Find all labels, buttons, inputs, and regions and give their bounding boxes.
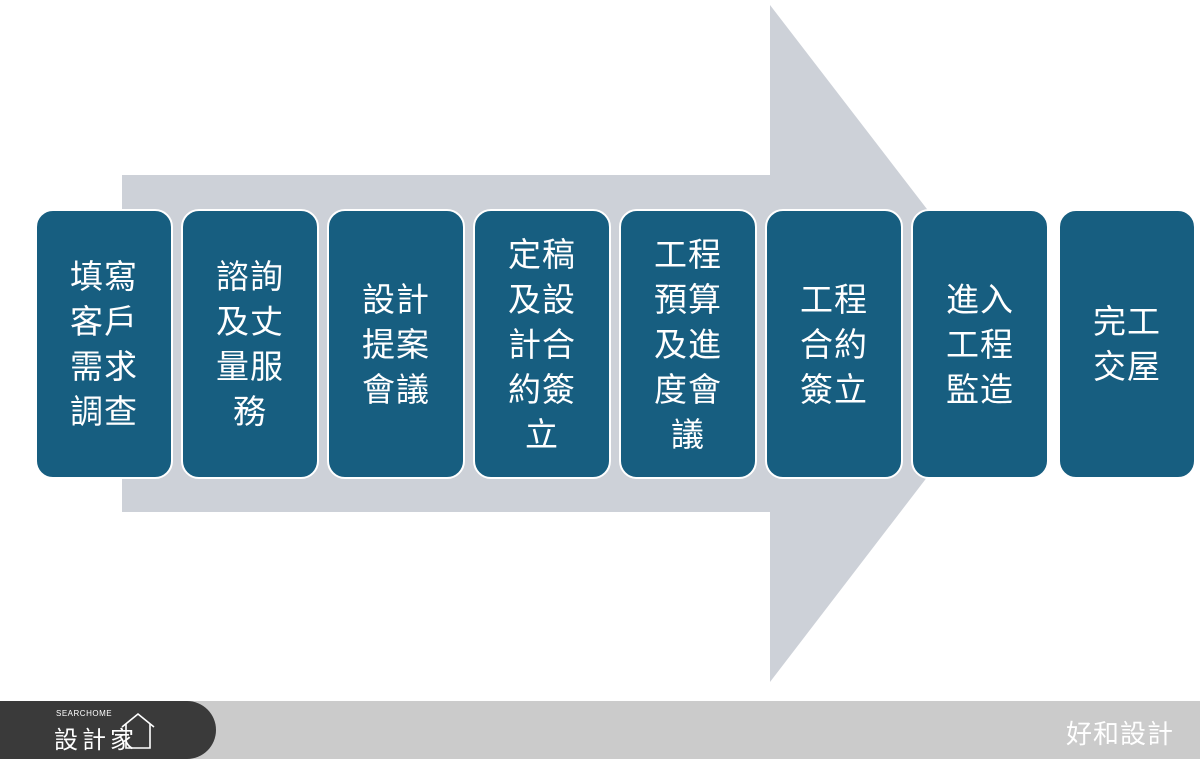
step-8-label: 完工交屋: [1093, 302, 1161, 386]
step-4: 定稿及設計合約簽立: [473, 209, 611, 479]
step-6: 工程合約簽立: [765, 209, 903, 479]
brand-name: 好和設計: [1065, 720, 1174, 750]
step-1: 填寫客戶需求調查: [35, 209, 173, 479]
step-4-label: 定稿及設計合約簽立: [508, 234, 576, 454]
house-icon: [121, 712, 155, 749]
step-5: 工程預算及進度會議: [619, 209, 757, 479]
step-7: 進入工程監造: [911, 209, 1049, 479]
footer-bar: SEARCHOME 設計家 好和設計: [0, 701, 1200, 759]
step-3: 設計提案會議: [327, 209, 465, 479]
step-6-label: 工程合約簽立: [800, 279, 868, 409]
searchome-logo[interactable]: SEARCHOME 設計家: [0, 701, 216, 759]
step-2: 諮詢及丈量服務: [181, 209, 319, 479]
logo-small-text: SEARCHOME: [56, 709, 113, 718]
step-8: 完工交屋: [1058, 209, 1196, 479]
logo-main-text: 設計家: [54, 726, 138, 754]
step-5-label: 工程預算及進度會議: [654, 234, 722, 454]
step-7-label: 進入工程監造: [946, 279, 1014, 409]
step-2-label: 諮詢及丈量服務: [216, 257, 284, 431]
step-1-label: 填寫客戶需求調查: [70, 257, 138, 431]
step-3-label: 設計提案會議: [362, 279, 430, 409]
